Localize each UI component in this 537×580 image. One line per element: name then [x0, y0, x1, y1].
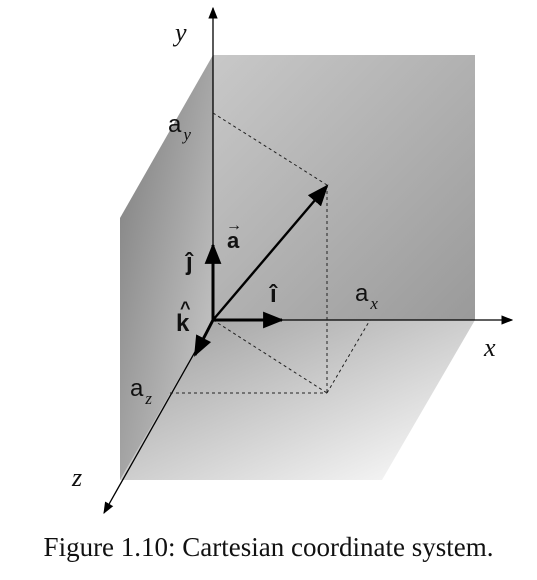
unit-vector-k — [193, 319, 215, 357]
vector-a-label: a — [227, 228, 240, 253]
floor-plane — [120, 320, 475, 480]
x-axis-label: x — [483, 333, 496, 362]
unit-vector-j-label: ĵ — [184, 249, 194, 276]
unit-vector-k-hat: ^ — [180, 298, 191, 318]
back-plane — [213, 55, 475, 320]
vector-a-arrow: → — [226, 217, 242, 234]
figure-caption: Figure 1.10: Cartesian coordinate system… — [43, 532, 494, 562]
vector-a — [212, 184, 329, 321]
unit-vector-k-label: k — [176, 310, 190, 337]
y-axis-label: y — [172, 18, 187, 47]
left-plane — [120, 55, 213, 480]
unit-vector-i-label: î — [269, 281, 278, 308]
z-axis-label: z — [71, 463, 82, 492]
projection-lines — [170, 112, 371, 394]
